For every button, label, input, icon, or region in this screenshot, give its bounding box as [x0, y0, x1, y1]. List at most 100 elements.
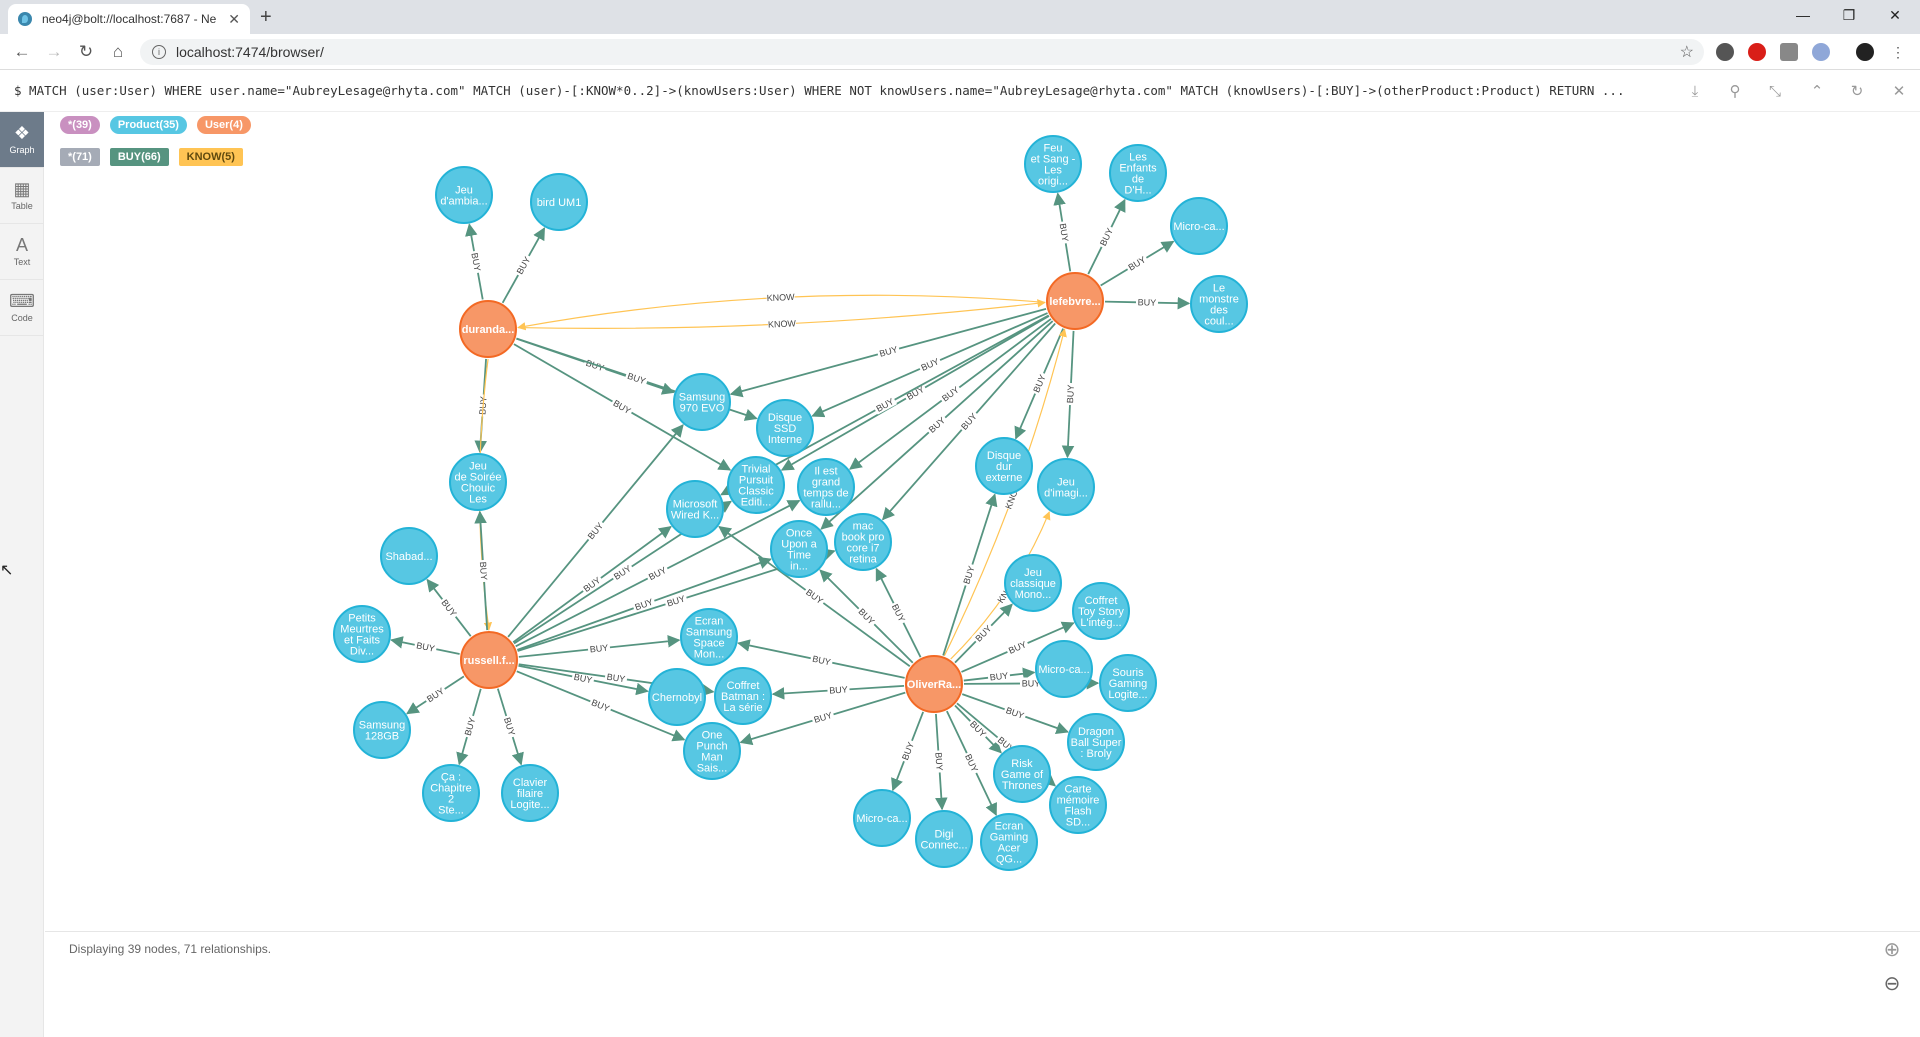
user-node-circle[interactable] — [905, 655, 963, 713]
forward-icon[interactable]: → — [45, 42, 63, 61]
view-graph[interactable]: ❖Graph — [0, 112, 44, 168]
restore-icon[interactable]: ❐ — [1842, 6, 1856, 23]
product-node[interactable]: EcranGamingAcerQG... — [980, 813, 1038, 871]
product-node-circle[interactable] — [1190, 275, 1248, 333]
product-node-circle[interactable] — [770, 520, 828, 578]
product-node[interactable]: Micro-ca... — [1035, 640, 1093, 698]
minimize-icon[interactable]: — — [1796, 7, 1810, 23]
site-info-icon[interactable]: i — [152, 45, 166, 59]
bookmark-star-icon[interactable]: ☆ — [1679, 44, 1694, 61]
product-node-circle[interactable] — [993, 745, 1051, 803]
product-node[interactable]: Jeud'imagi... — [1037, 458, 1095, 516]
reload-icon[interactable]: ↻ — [78, 42, 94, 61]
product-node-circle[interactable] — [1067, 713, 1125, 771]
product-node-circle[interactable] — [1170, 197, 1228, 255]
extension-camera-icon[interactable] — [1780, 43, 1798, 61]
fullscreen-icon[interactable]: ⤡ — [1768, 82, 1781, 100]
back-icon[interactable]: ← — [13, 42, 31, 61]
product-node[interactable]: Jeud'ambia... — [435, 166, 493, 224]
product-node-circle[interactable] — [449, 453, 507, 511]
home-icon[interactable]: ⌂ — [112, 42, 124, 61]
url-field[interactable]: i localhost:7474/browser/ ☆ — [140, 39, 1704, 65]
product-node[interactable]: SourisGamingLogite... — [1099, 654, 1157, 712]
product-node-circle[interactable] — [714, 667, 772, 725]
product-node-circle[interactable] — [834, 513, 892, 571]
product-node-circle[interactable] — [680, 608, 738, 666]
product-node-circle[interactable] — [435, 166, 493, 224]
node-label-pill[interactable]: Product(35) — [109, 116, 187, 134]
product-node[interactable]: Lemonstredescoul... — [1190, 275, 1248, 333]
product-node-circle[interactable] — [380, 527, 438, 585]
product-node-circle[interactable] — [915, 810, 973, 868]
product-node[interactable]: bird UM1 — [530, 173, 588, 231]
close-frame-icon[interactable]: ✕ — [1892, 83, 1906, 100]
view-table[interactable]: ▦Table — [0, 168, 44, 224]
product-node[interactable]: JeuclassiqueMono... — [1004, 554, 1062, 612]
product-node-circle[interactable] — [727, 456, 785, 514]
product-node-circle[interactable] — [666, 480, 724, 538]
product-node-circle[interactable] — [1099, 654, 1157, 712]
product-node-circle[interactable] — [683, 722, 741, 780]
user-node[interactable]: duranda... — [459, 300, 517, 358]
product-node[interactable]: EcranSamsungSpaceMon... — [680, 608, 738, 666]
product-node[interactable]: TrivialPursuitClassicEditi... — [727, 456, 785, 514]
window-close-icon[interactable]: ✕ — [1889, 6, 1901, 23]
product-node-circle[interactable] — [756, 399, 814, 457]
product-node-circle[interactable] — [975, 437, 1033, 495]
product-node-circle[interactable] — [853, 789, 911, 847]
user-node-circle[interactable] — [1046, 272, 1104, 330]
new-tab-icon[interactable]: + — [260, 6, 272, 28]
product-node-circle[interactable] — [1037, 458, 1095, 516]
product-node-circle[interactable] — [1049, 776, 1107, 834]
extension-pencil-icon[interactable] — [1812, 43, 1830, 61]
product-node[interactable]: Micro-ca... — [1170, 197, 1228, 255]
product-node-circle[interactable] — [1004, 554, 1062, 612]
product-node-circle[interactable] — [1072, 582, 1130, 640]
node-label-pill[interactable]: *(39) — [60, 116, 100, 134]
cypher-query[interactable]: $ MATCH (user:User) WHERE user.name="Aub… — [14, 83, 1625, 98]
user-node-circle[interactable] — [459, 300, 517, 358]
graph-svg[interactable]: BUYBUYBUYBUYBUYBUYKNOWKNOWKNOWBUYBUYBUYB… — [45, 105, 1920, 931]
product-node[interactable]: Chernobyl — [648, 668, 706, 726]
product-node[interactable]: OnePunchManSais... — [683, 722, 741, 780]
user-node[interactable]: lefebvre... — [1046, 272, 1104, 330]
zoom-out-glyph[interactable]: ⊖ — [1883, 972, 1901, 995]
product-node-circle[interactable] — [1109, 144, 1167, 202]
product-node[interactable]: Micro-ca... — [853, 789, 911, 847]
tab-close-icon[interactable]: ✕ — [228, 10, 240, 27]
pin-icon[interactable]: ⚲ — [1729, 83, 1741, 100]
product-node-circle[interactable] — [1035, 640, 1093, 698]
extension-opera-icon[interactable] — [1748, 43, 1766, 61]
extension-recycle-icon[interactable] — [1716, 43, 1734, 61]
product-node-circle[interactable] — [530, 173, 588, 231]
product-node[interactable]: CartemémoireFlashSD... — [1049, 776, 1107, 834]
product-node-circle[interactable] — [1024, 135, 1082, 193]
product-node-circle[interactable] — [501, 764, 559, 822]
user-node-circle[interactable] — [460, 631, 518, 689]
product-node-circle[interactable] — [980, 813, 1038, 871]
product-node-circle[interactable] — [353, 701, 411, 759]
user-node[interactable]: russell.f... — [460, 631, 518, 689]
rel-type-pill[interactable]: BUY(66) — [109, 148, 169, 166]
graph-canvas[interactable]: BUYBUYBUYBUYBUYBUYKNOWKNOWKNOWBUYBUYBUYB… — [45, 105, 1920, 931]
user-node[interactable]: OliverRa... — [905, 655, 963, 713]
node-label-pill[interactable]: User(4) — [196, 116, 251, 134]
product-node-circle[interactable] — [648, 668, 706, 726]
product-node-circle[interactable] — [333, 605, 391, 663]
product-node[interactable]: LesEnfantsdeD'H... — [1109, 144, 1167, 202]
download-icon[interactable]: ⤓ — [1691, 82, 1699, 100]
